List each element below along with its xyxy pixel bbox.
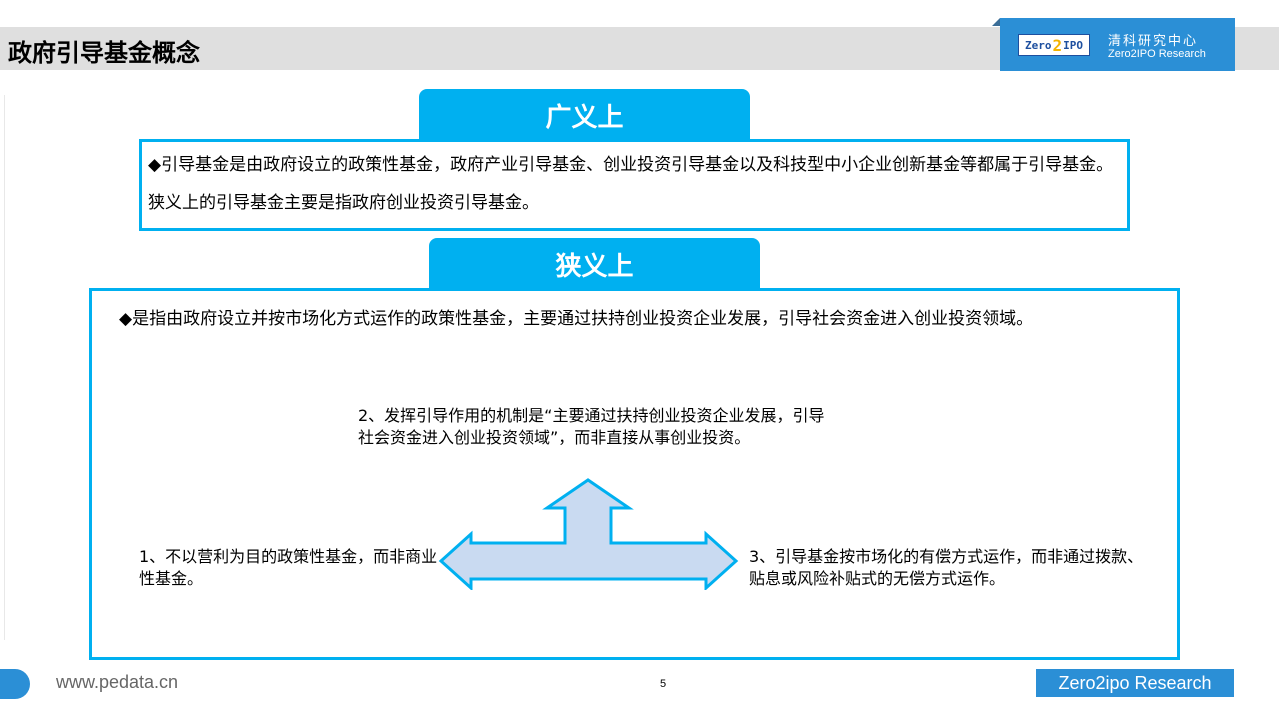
- footer-brand-badge: Zero2ipo Research: [1036, 669, 1234, 697]
- point-3-text: 3、引导基金按市场化的有偿方式运作，而非通过拨款、贴息或风险补贴式的无偿方式运作…: [749, 547, 1144, 588]
- point-1-text: 1、不以营利为目的政策性基金，而非商业性基金。: [139, 547, 438, 588]
- footer-brand-label: Zero2ipo Research: [1058, 672, 1212, 693]
- narrow-definition-text: ◆是指由政府设立并按市场化方式运作的政策性基金，主要通过扶持创业投资企业发展，引…: [119, 309, 1034, 329]
- footer-bullet-icon: [0, 669, 30, 699]
- logo-badge-right: IPO: [1063, 38, 1083, 52]
- logo-badge-left: Zero: [1024, 38, 1052, 52]
- logo-badge-two: 2: [1052, 35, 1063, 55]
- page-title: 政府引导基金概念: [8, 39, 200, 67]
- logo-flap-decoration: [992, 18, 1000, 26]
- narrow-definition-box: [89, 288, 1180, 660]
- narrow-definition-header: 狭义上: [429, 238, 760, 290]
- point-2-text: 2、发挥引导作用的机制是“主要通过扶持创业投资企业发展，引导社会资金进入创业投资…: [358, 406, 825, 447]
- broad-definition-box: [139, 139, 1130, 231]
- broad-definition-text: ◆引导基金是由政府设立的政策性基金，政府产业引导基金、创业投资引导基金以及科技型…: [148, 155, 1114, 213]
- footer-url-link[interactable]: www.pedata.cn: [56, 672, 179, 692]
- logo-name-cn: 清科研究中心: [1108, 34, 1199, 49]
- page-number: 5: [660, 678, 667, 690]
- broad-definition-label: 广义上: [545, 102, 624, 133]
- three-way-arrow-icon: [438, 478, 739, 590]
- broad-definition-header: 广义上: [419, 89, 750, 141]
- left-divider: [4, 95, 5, 640]
- narrow-definition-label: 狭义上: [555, 251, 634, 282]
- logo-name-en: Zero2IPO Research: [1108, 48, 1206, 60]
